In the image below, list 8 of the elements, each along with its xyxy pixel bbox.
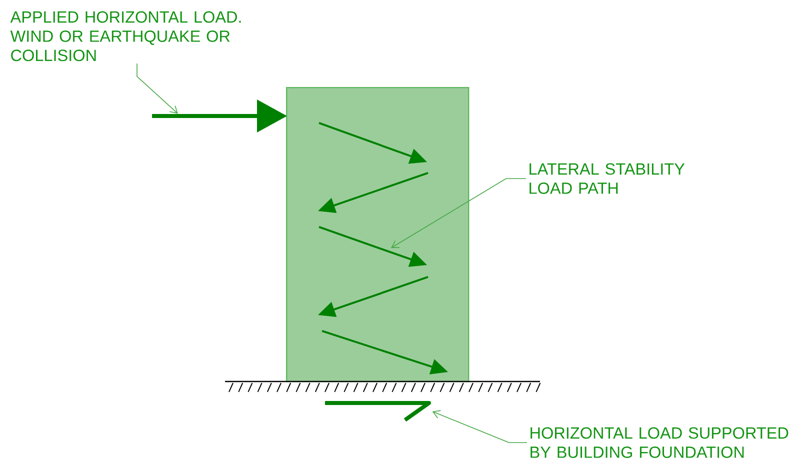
callout-text: HORIZONTAL LOAD SUPPORTED BY BUILDING FOUNDATION (530, 427, 788, 458)
callout-text: APPLIED HORIZONTAL LOAD. WIND OR EARTHQUAKE OR COLLISION (10, 11, 241, 62)
leader-line (432, 410, 528, 443)
force-arrow (152, 100, 287, 132)
leader-line (136, 63, 178, 114)
leader-line (391, 178, 526, 248)
callout-text: LATERAL STABILITY LOAD PATH (530, 163, 685, 194)
building-block (286, 86, 470, 382)
